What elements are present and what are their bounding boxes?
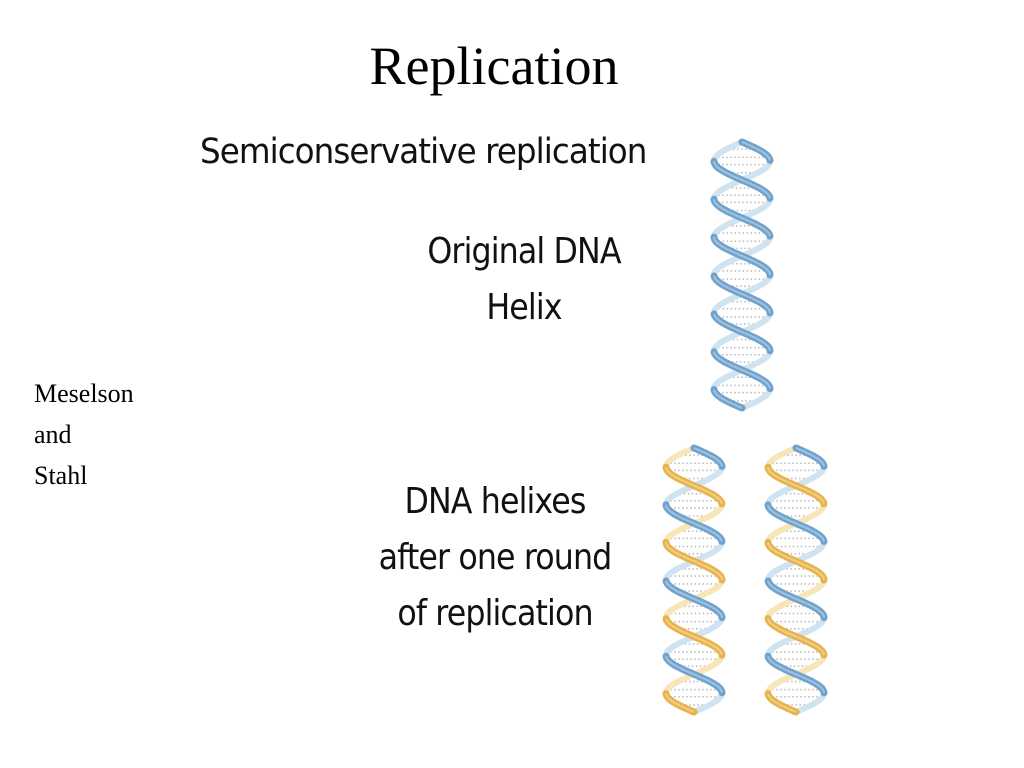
label-line: after one round <box>378 537 613 578</box>
label-line: Helix <box>486 287 562 328</box>
label-line: Original DNA <box>427 231 621 272</box>
strand-highlight <box>767 447 825 693</box>
strand-segment <box>764 463 828 716</box>
strand-highlight <box>767 467 825 713</box>
strand-highlight <box>665 467 723 713</box>
strand-segment <box>710 157 774 412</box>
strand-highlight <box>713 161 771 409</box>
original-helix-label: Original DNA Helix <box>418 224 629 336</box>
replicated-helix-label: DNA helixes after one round of replicati… <box>367 474 622 642</box>
figure-heading: Semiconservative replication <box>200 132 647 172</box>
side-note-line: and <box>34 420 72 449</box>
strand-segment <box>662 463 726 716</box>
strand-segment <box>764 444 828 697</box>
label-line: DNA helixes <box>404 481 586 522</box>
original-dna-helix <box>710 138 774 412</box>
side-note: Meselson and Stahl <box>34 373 134 496</box>
strand-highlight <box>665 447 723 693</box>
slide-title: Replication <box>369 36 619 96</box>
daughter-dna-helix-left <box>662 444 726 716</box>
strand-segment <box>662 444 726 697</box>
strand-highlight <box>713 141 771 389</box>
side-note-line: Stahl <box>34 461 88 490</box>
side-note-line: Meselson <box>34 379 134 408</box>
strand-segment <box>710 138 774 393</box>
label-line: of replication <box>397 593 593 634</box>
daughter-dna-helix-right <box>764 444 828 716</box>
